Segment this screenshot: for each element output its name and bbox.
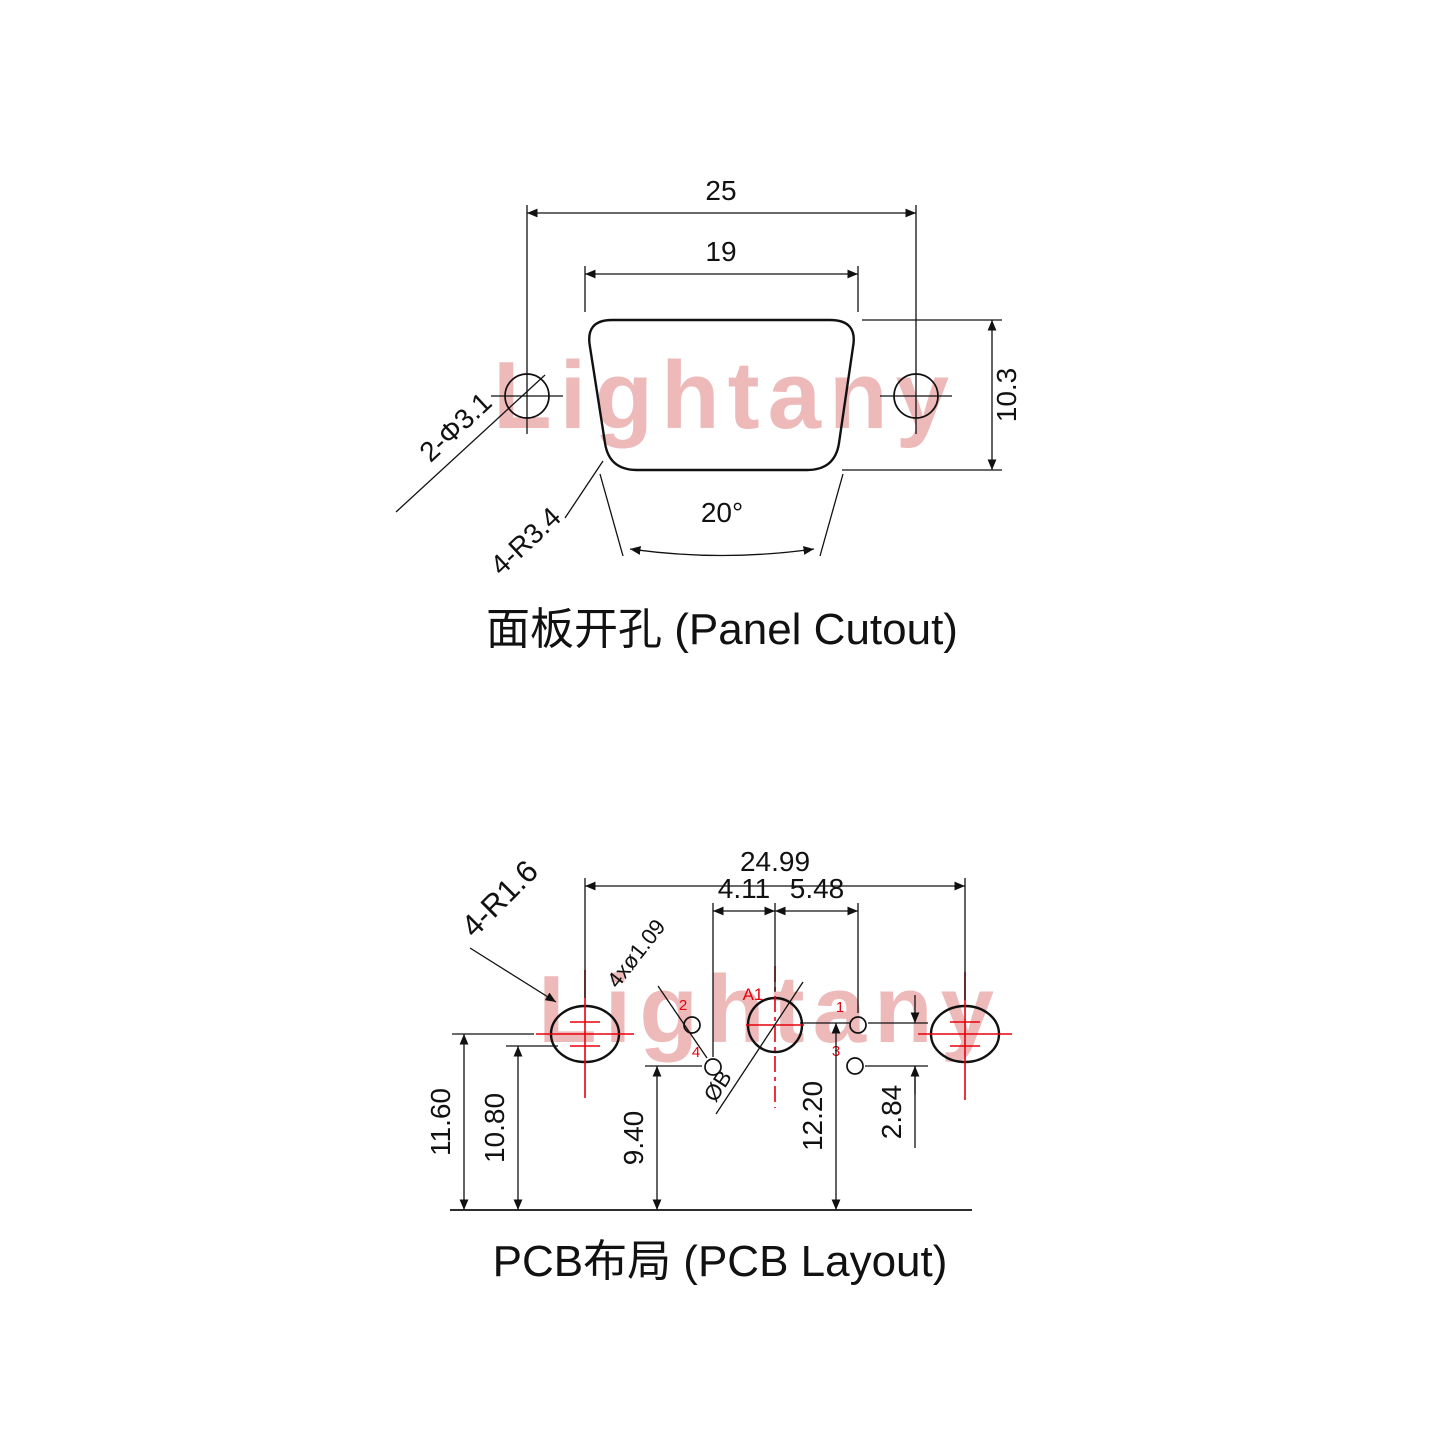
- dim-row-lower: 9.40: [618, 1065, 702, 1210]
- dim-row-gap: 2.84: [865, 995, 928, 1148]
- watermark-top: Lightany: [493, 342, 957, 449]
- panel-cutout-title: 面板开孔 (Panel Cutout): [486, 605, 958, 654]
- coax-label: A1: [743, 985, 764, 1004]
- dim-pitch-right-value: 5.48: [790, 873, 845, 904]
- watermark-bottom: Lightany: [538, 956, 1002, 1063]
- dim-angle-group: 20°: [599, 473, 844, 557]
- angle-ext-right: [819, 473, 844, 557]
- dim-pitch-group: 4.11 5.48: [712, 873, 859, 1057]
- pin-1-hole: [849, 1016, 867, 1034]
- dim-pitch-left-value: 4.11: [718, 873, 770, 904]
- dim-1160-value: 11.60: [425, 1088, 456, 1156]
- dim-cutout-height: 10.3: [842, 319, 1022, 471]
- dim-total-value: 24.99: [740, 846, 810, 877]
- dim-pad-height: 11.60: [425, 1033, 534, 1210]
- dim-width-outer: 25: [527, 175, 916, 218]
- pcb-layout-drawing: A1 ØB 2 1 4 3 4xø1.09 4-R1.6: [425, 846, 1012, 1286]
- pin-4-hole: [704, 1058, 722, 1076]
- dim-width-total: 24.99: [584, 846, 966, 1000]
- label-pin-holes-leader: [657, 985, 708, 1059]
- coax-dia-label: ØB: [699, 1066, 737, 1106]
- dim-pad-height2: 10.80: [479, 1045, 558, 1210]
- mount-hole-left: [491, 205, 563, 434]
- label-mount-holes: 2-Φ3.1: [413, 386, 497, 467]
- pin-4-label: 4: [692, 1044, 700, 1061]
- label-corner-radius-leader: [564, 460, 604, 519]
- angle-ext-left: [599, 473, 624, 557]
- pin-1-label: 1: [836, 999, 844, 1016]
- dim-width-inner: 19: [584, 236, 859, 312]
- label-pad-radius-leader: [469, 947, 557, 1003]
- dim-width-inner-value: 19: [705, 236, 736, 267]
- label-corner-radius-group: 4-R3.4: [484, 460, 604, 581]
- label-corner-radius: 4-R3.4: [484, 501, 567, 581]
- dim-height-value: 10.3: [991, 368, 1022, 423]
- dim-angle-value: 20°: [701, 497, 743, 528]
- dim-284-value: 2.84: [876, 1085, 907, 1140]
- pin-2-label: 2: [679, 997, 687, 1014]
- angle-arc: [629, 546, 815, 557]
- label-pad-radius: 4-R1.6: [454, 853, 545, 944]
- dsub-cutout-outline: [588, 318, 855, 472]
- label-mount-holes-leader: [395, 374, 546, 513]
- pcb-layout-title: PCB布局 (PCB Layout): [493, 1237, 948, 1286]
- dim-row-upper: 12.20: [797, 1022, 850, 1210]
- dim-940-value: 9.40: [618, 1111, 649, 1166]
- dim-width-outer-value: 25: [705, 175, 736, 206]
- dim-1220-value: 12.20: [797, 1081, 828, 1151]
- dim-1080-value: 10.80: [479, 1093, 510, 1163]
- pin-3-hole: [846, 1057, 864, 1075]
- coax-dia-leader: [715, 981, 804, 1115]
